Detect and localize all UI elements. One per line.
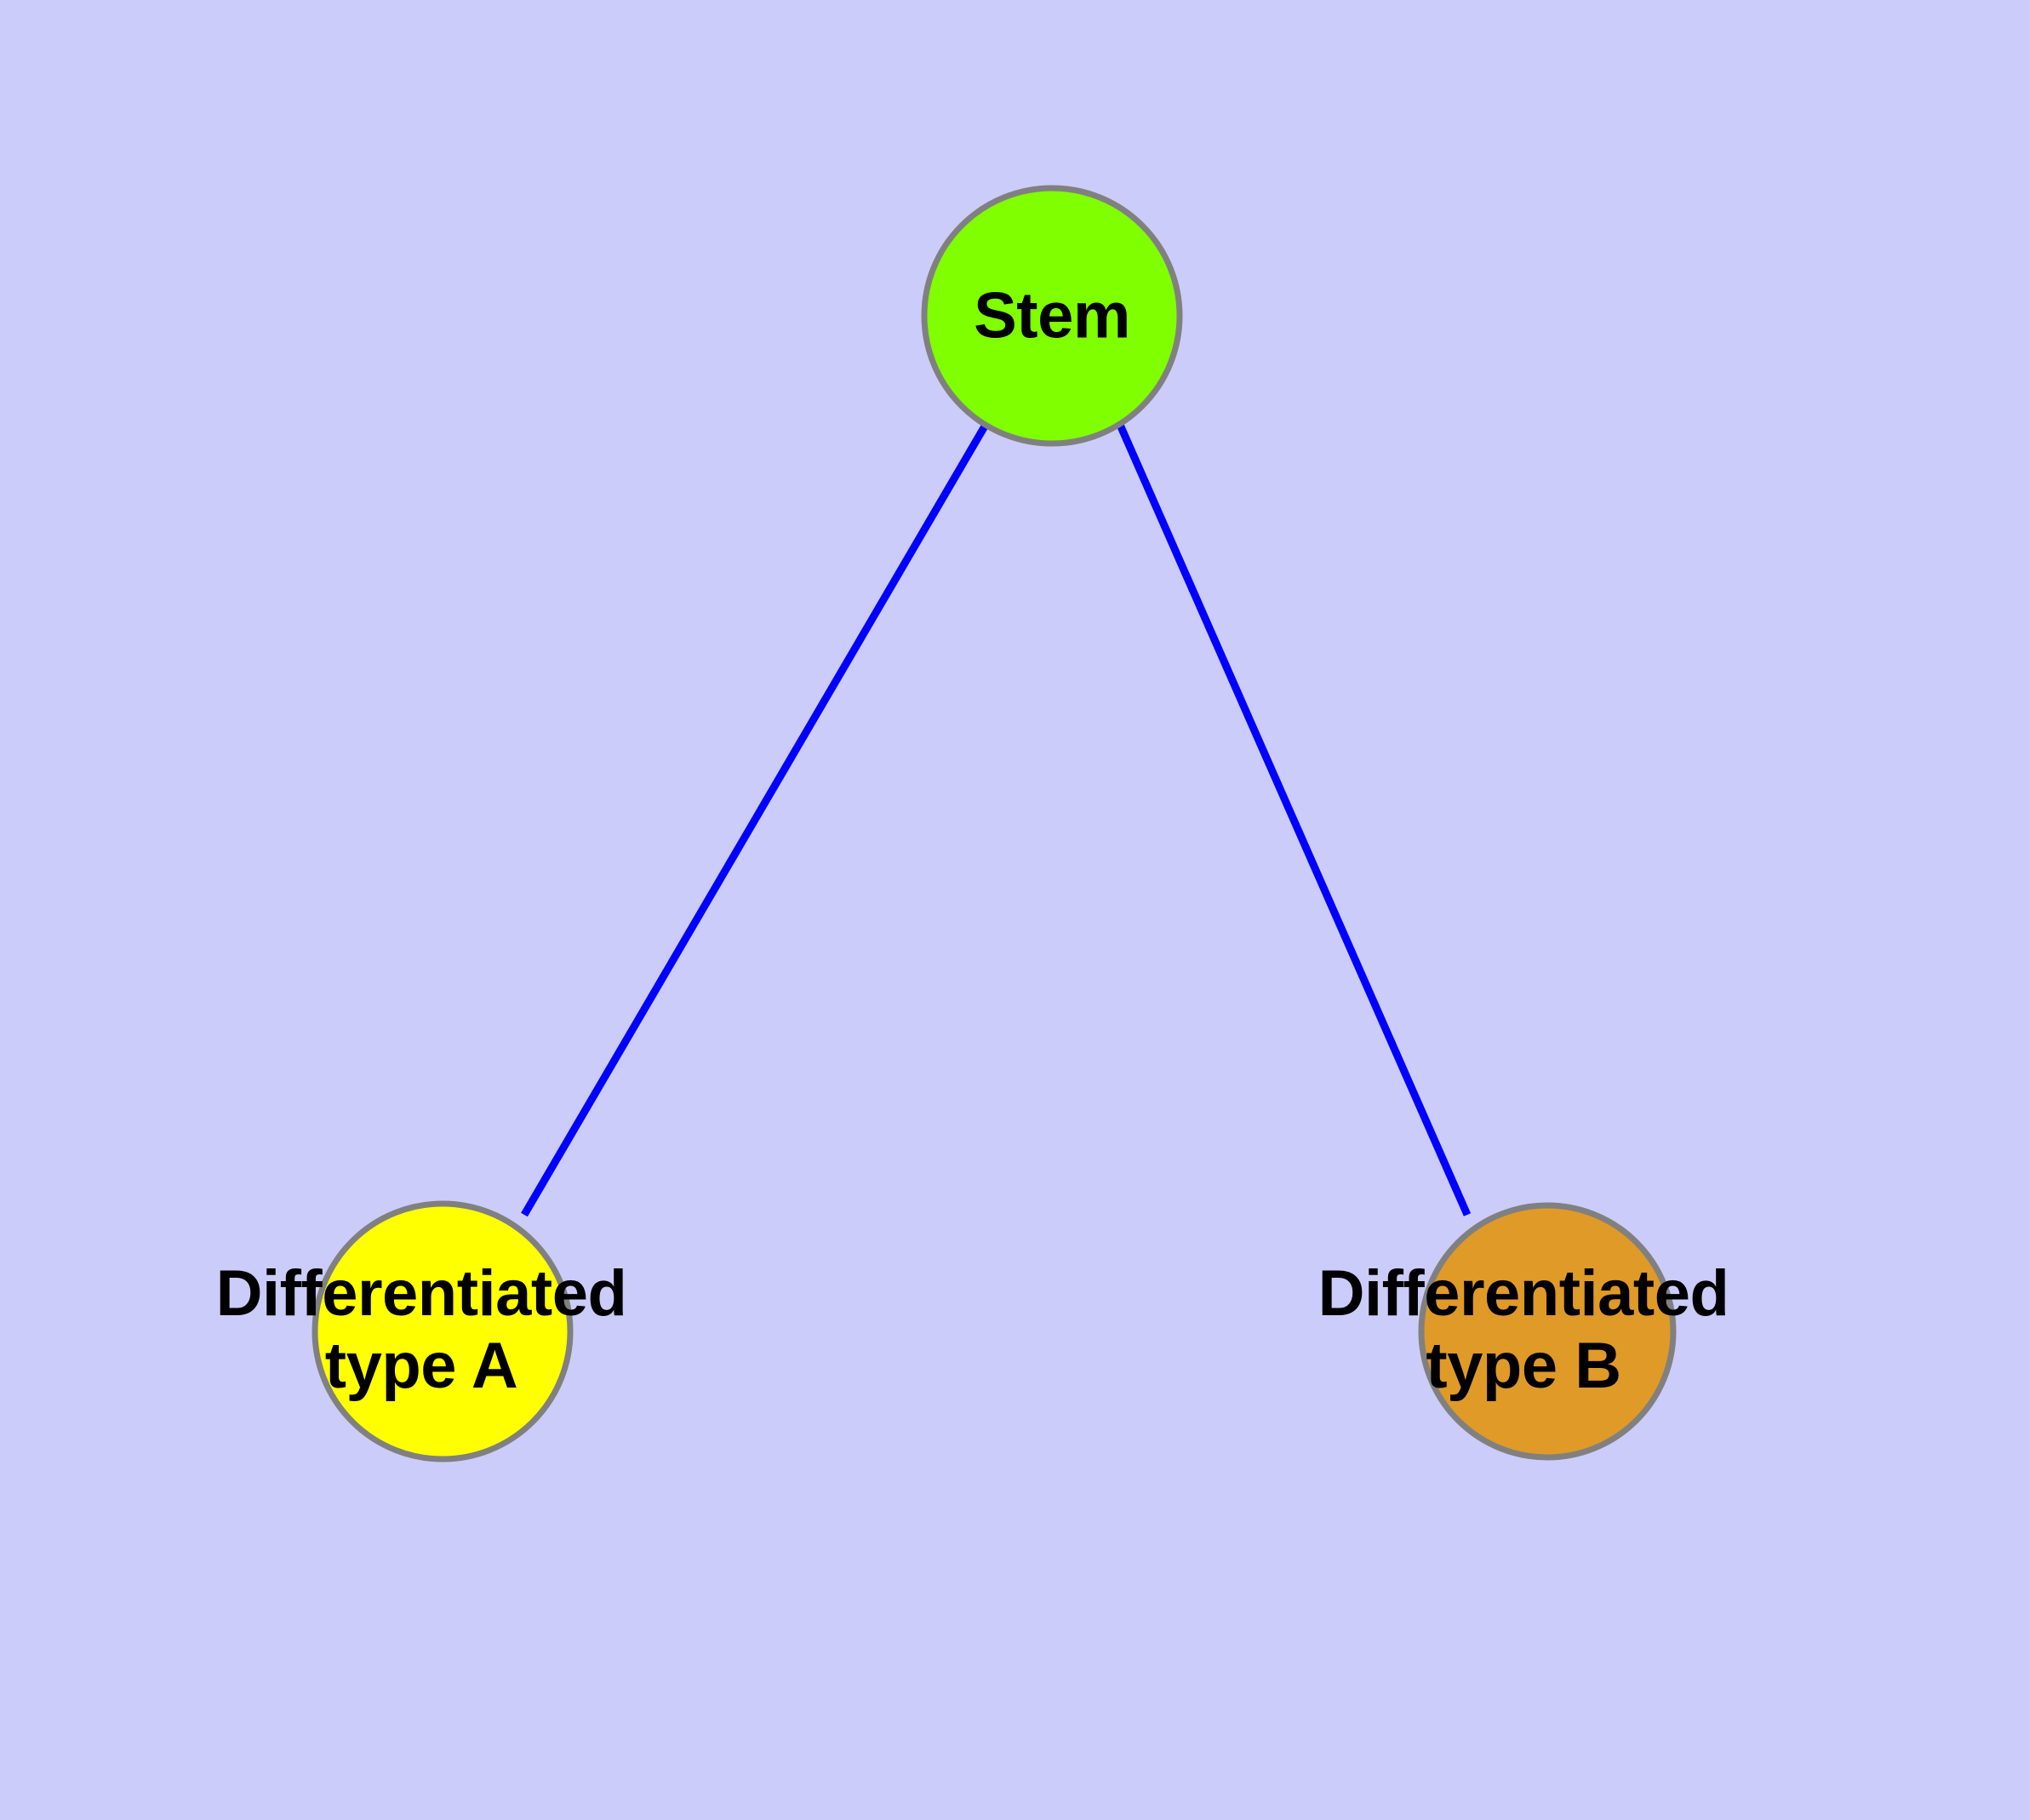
graph-node-stem[interactable] [921, 185, 1183, 447]
graph-node-diff_b[interactable] [1418, 1202, 1677, 1461]
edges-group [521, 422, 1472, 1217]
graph-edge-stem-to-b [1116, 423, 1472, 1216]
nodes-group [311, 185, 1677, 1462]
graph-node-diff_a[interactable] [311, 1200, 574, 1462]
graph-edge-stem-to-a [521, 422, 989, 1217]
